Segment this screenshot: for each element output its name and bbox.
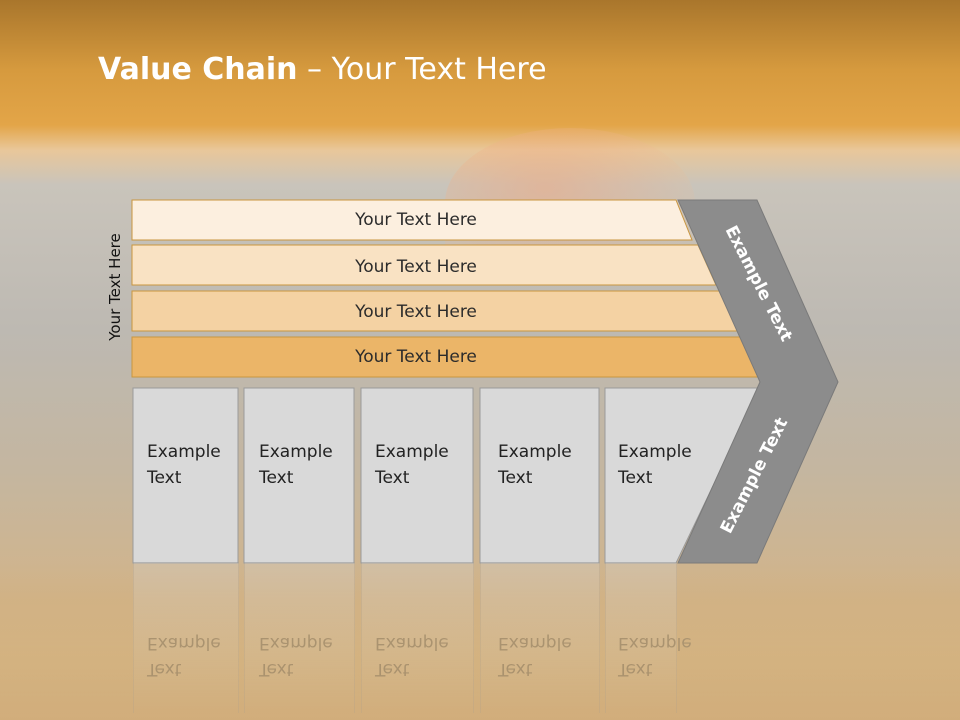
background-grass <box>0 560 960 720</box>
primary-box-2 <box>243 387 355 564</box>
support-bar: Your Text Here <box>131 244 717 286</box>
support-bar: Your Text Here <box>131 336 763 378</box>
primary-box-5 <box>604 387 761 564</box>
margin-chevron <box>677 199 839 564</box>
support-bar: Your Text Here <box>131 290 739 332</box>
support-bar-shape-1 <box>131 199 693 241</box>
slide-title: Value Chain – Your Text Here <box>98 52 547 87</box>
primary-box-1 <box>132 387 239 564</box>
support-bar-label-2: Your Text Here <box>354 257 477 277</box>
support-bar-label-4: Your Text Here <box>354 347 477 367</box>
support-bar-label-1: Your Text Here <box>354 210 477 230</box>
support-bar-label-3: Your Text Here <box>354 302 477 322</box>
support-bar: Your Text Here <box>131 199 693 241</box>
primary-box-3 <box>360 387 474 564</box>
primary-box-4 <box>479 387 600 564</box>
